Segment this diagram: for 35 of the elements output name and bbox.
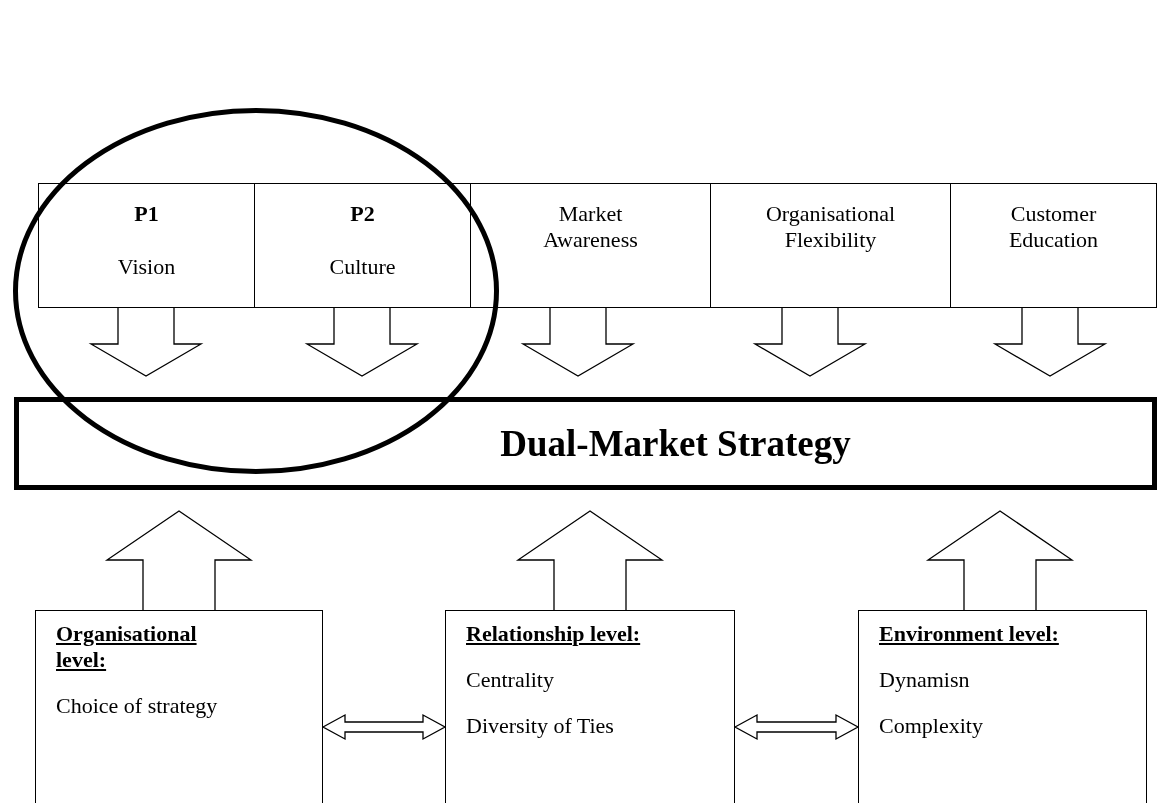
- level-box: [858, 610, 1147, 803]
- block-arrow: [515, 510, 665, 611]
- proposition-label: P1: [134, 201, 159, 227]
- block-arrow: [733, 713, 860, 741]
- factor-label: Complexity: [879, 713, 983, 739]
- level-heading: Environment level:: [879, 621, 1059, 647]
- block-arrow: [104, 510, 254, 611]
- strategy-title: Dual-Market Strategy: [499, 425, 851, 462]
- level-heading: Relationship level:: [466, 621, 641, 647]
- level-box: [35, 610, 323, 803]
- factor-label: Centrality: [466, 667, 554, 693]
- block-arrow: [321, 713, 447, 741]
- factor-box: [254, 183, 471, 308]
- factor-label: Vision: [117, 254, 176, 280]
- strategy-box: [14, 397, 1157, 490]
- factor-label: Diversity of Ties: [466, 713, 614, 739]
- block-arrow: [925, 510, 1075, 611]
- proposition-label: P2: [350, 201, 375, 227]
- factor-box: [38, 183, 255, 308]
- factor-label: Organisational Flexibility: [764, 201, 897, 253]
- block-arrow: [520, 307, 636, 377]
- block-arrow: [88, 307, 204, 377]
- factor-label: Choice of strategy: [56, 693, 218, 719]
- highlight-ellipse: [13, 108, 499, 474]
- block-arrow: [752, 307, 868, 377]
- block-arrow: [304, 307, 420, 377]
- level-box: [445, 610, 735, 803]
- factor-label: Culture: [329, 254, 396, 280]
- factor-box: [710, 183, 951, 308]
- block-arrow: [992, 307, 1108, 377]
- factor-label: Market Awareness: [542, 201, 639, 253]
- factor-label: Customer Education: [1007, 201, 1100, 253]
- factor-box: [950, 183, 1157, 308]
- factor-label: Dynamisn: [879, 667, 970, 693]
- level-heading: Organisational level:: [56, 621, 198, 673]
